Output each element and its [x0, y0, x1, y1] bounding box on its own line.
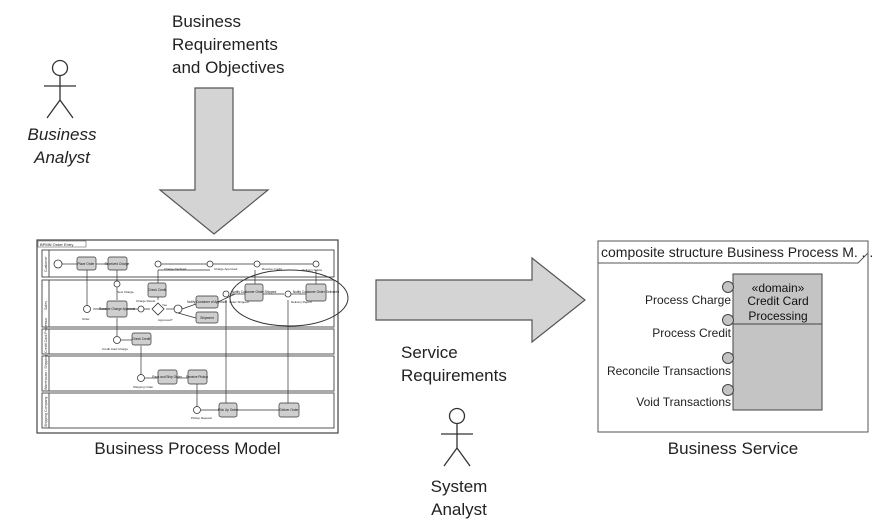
- event-label: Pickup Request: [191, 416, 212, 420]
- event-label: Order: [82, 317, 90, 321]
- component-stereotype: «domain»: [752, 281, 805, 295]
- bpm-diagram: BPMN Order Entry Customer Sales Credit C…: [36, 239, 349, 434]
- lane-label: Warehouse / Shipping: [44, 355, 48, 390]
- event-label: New Charge: [117, 290, 134, 294]
- event-label: Credit Card Charge: [102, 347, 128, 351]
- port-icon: [722, 314, 734, 326]
- port-process-charge: Process Charge: [645, 293, 731, 307]
- business-requirements-label: Business Requirements and Objectives: [172, 12, 285, 77]
- port-icon: [722, 384, 734, 396]
- event-label: Delivery Notice: [302, 268, 323, 272]
- component-name-line-2: Processing: [748, 309, 807, 323]
- lane-label: Shipping Company: [44, 396, 48, 427]
- task-label: Place Order: [77, 262, 95, 266]
- lane-label: Sales: [44, 301, 48, 310]
- task-label: Receive Charge Approval: [99, 307, 135, 311]
- service-frame-title: composite structure Business Process M. …: [601, 244, 873, 260]
- task-label: Shipment: [200, 316, 214, 320]
- system-analyst-icon: [441, 407, 473, 467]
- event-label: Yes: [162, 303, 167, 307]
- event-label: Order Shipped: [229, 300, 249, 304]
- task-label: Check Credit: [148, 288, 167, 292]
- lane-label: Credit Card Processor: [44, 317, 48, 353]
- event-label: Receive Credit: [262, 267, 282, 271]
- task-label: Receive Pickup: [186, 375, 208, 379]
- system-analyst-label: System Analyst: [430, 477, 488, 519]
- task-label: Pick Up Order: [218, 408, 239, 412]
- component-box: [732, 273, 823, 411]
- bpm-caption: Business Process Model: [94, 439, 281, 458]
- event-label: Charge Approved: [214, 267, 238, 271]
- service-diagram: composite structure Business Process M. …: [597, 240, 873, 433]
- service-caption: Business Service: [667, 439, 799, 458]
- event-label: Charge Result: [136, 299, 155, 303]
- event-label: Shipping Order: [133, 385, 153, 389]
- task-label: Received Charge: [105, 262, 130, 266]
- service-requirements-label: Service Requirements: [401, 343, 507, 385]
- port-icon: [722, 281, 734, 293]
- highlight-ellipse: [229, 269, 349, 327]
- task-label: Notify Customer of Approval: [187, 300, 227, 304]
- port-process-credit: Process Credit: [652, 326, 731, 340]
- event-label: Delivery Report: [291, 300, 312, 304]
- right-arrow-icon: [375, 256, 586, 344]
- business-analyst-label: Business Analyst: [27, 125, 97, 167]
- lane-label: Customer: [44, 256, 48, 272]
- task-label: Check Credit: [132, 337, 151, 341]
- task-label: Pack and Ship Order: [152, 375, 183, 379]
- task-label: Notify Customer Order Delivered: [293, 290, 339, 294]
- task-label: Deliver Order: [280, 408, 300, 412]
- down-arrow-icon: [158, 87, 270, 235]
- task-label: Notify Customer Order Shipped: [232, 290, 277, 294]
- port-void-transactions: Void Transactions: [636, 395, 731, 409]
- port-icon: [722, 352, 734, 364]
- event-label: Charge Declined: [164, 267, 187, 271]
- event-label: Approved?: [158, 318, 173, 322]
- component-name-line-1: Credit Card: [747, 294, 808, 308]
- business-analyst-icon: [44, 59, 76, 119]
- bpm-frame-title: BPMN Order Entry: [40, 242, 73, 247]
- port-reconcile-transactions: Reconcile Transactions: [607, 364, 731, 378]
